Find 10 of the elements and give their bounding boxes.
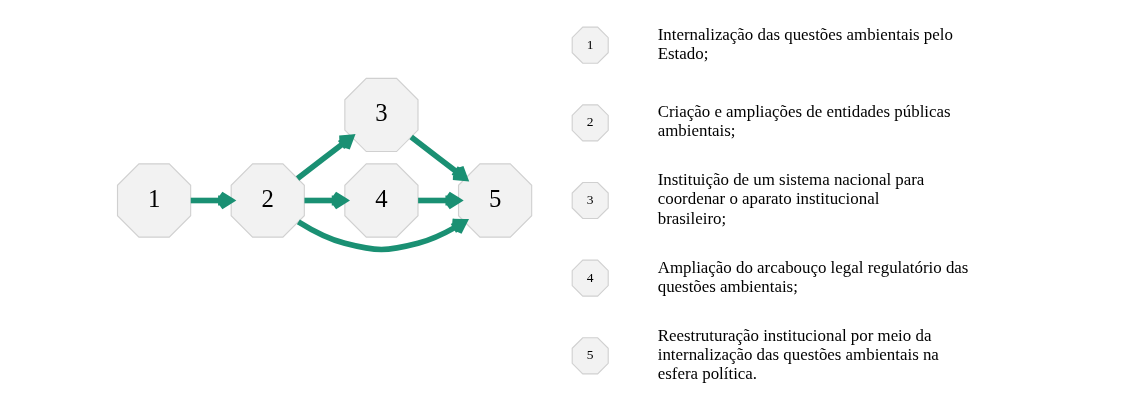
node-label: Criação e ampliações de entidades públicas ambientais;	[657, 102, 951, 141]
arrow	[296, 218, 468, 253]
arrow	[295, 134, 355, 181]
arrow	[190, 191, 234, 210]
arrow	[304, 191, 348, 210]
node-label: Reestruturação institucional por meio da internalização das questões ambientais na esfera política.	[657, 325, 939, 383]
node-label: Instituição de um sistema nacional para coordenar o aparato institucional brasileiro;	[657, 170, 925, 228]
node-label: Ampliação do arcabouço legal regulatório das questões ambientais;	[657, 257, 969, 296]
node-label: Internalização das questões ambientais pelo Estado;	[657, 24, 953, 63]
arrow	[409, 134, 468, 182]
